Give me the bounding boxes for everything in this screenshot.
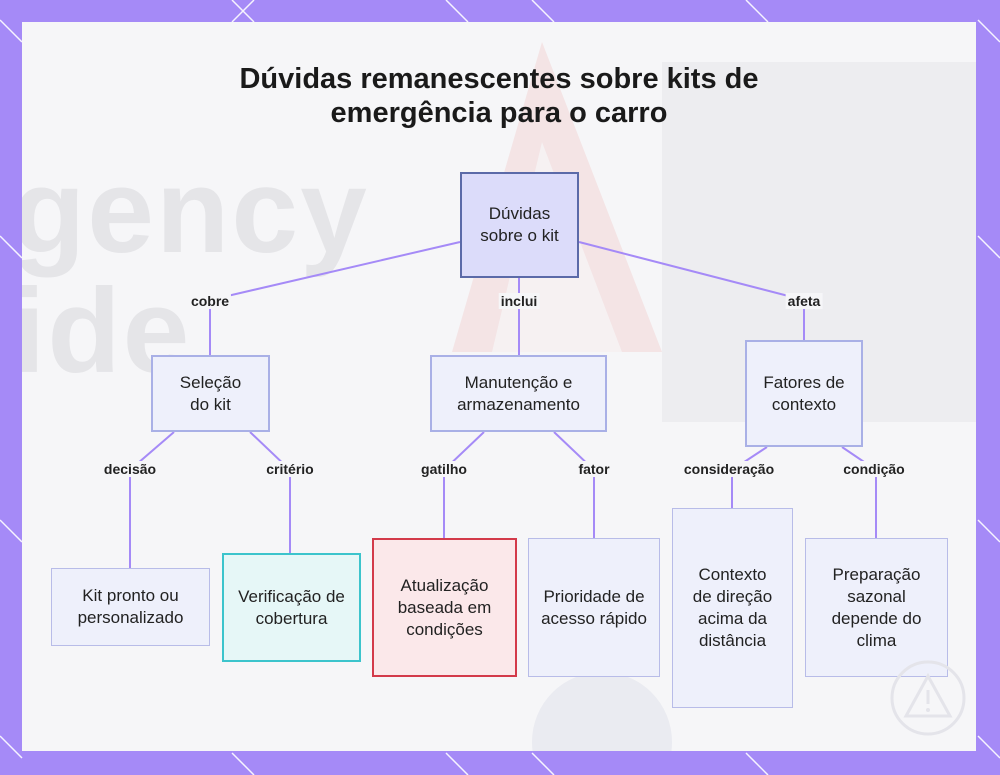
edge-label-fator: fator [576, 461, 612, 477]
edge-manutencao-prioridade [553, 431, 595, 538]
edge-label-gatilho: gatilho [419, 461, 469, 477]
node-duvidas-sobre-o-kit-label: Dúvidas sobre o kit [480, 204, 559, 245]
diagram-title-text: Dúvidas remanescentes sobre kits de emer… [239, 63, 759, 129]
node-contexto-de-direcao: Contexto de direção acima da distância [672, 508, 793, 708]
diagram-title: Dúvidas remanescentes sobre kits de emer… [22, 62, 976, 130]
node-fatores-de-contexto-label: Fatores de contexto [763, 372, 845, 414]
node-contexto-de-direcao-label: Contexto de direção acima da distância [692, 565, 773, 650]
node-duvidas-sobre-o-kit: Dúvidas sobre o kit [460, 172, 579, 278]
edge-label-afeta: afeta [785, 293, 823, 309]
node-atualizacao-baseada-em-condicoes: Atualização baseada em condições [372, 538, 517, 677]
node-fatores-de-contexto: Fatores de contexto [745, 340, 863, 447]
edge-label-decisao: decisão [101, 461, 159, 477]
node-verificacao-de-cobertura: Verificação de cobertura [222, 553, 361, 662]
node-selecao-do-kit-label: Seleção do kit [179, 372, 242, 414]
node-manutencao-e-armazenamento-label: Manutenção e armazenamento [457, 372, 580, 414]
edge-label-consideracao: consideração [681, 461, 777, 477]
node-manutencao-e-armazenamento: Manutenção e armazenamento [430, 355, 607, 432]
node-kit-pronto-ou-personalizado-label: Kit pronto ou personalizado [77, 586, 184, 627]
node-preparacao-sazonal-label: Preparação sazonal depende do clima [831, 564, 922, 650]
node-selecao-do-kit: Seleção do kit [151, 355, 270, 432]
node-verificacao-de-cobertura-label: Verificação de cobertura [238, 586, 345, 628]
edge-label-cobre: cobre [188, 293, 232, 309]
node-prioridade-de-acesso-rapido: Prioridade de acesso rápido [528, 538, 660, 677]
diagram-card: gency ide Dúvidas remanescentes sobre ki… [22, 22, 976, 751]
node-preparacao-sazonal: Preparação sazonal depende do clima [805, 538, 948, 677]
node-atualizacao-baseada-em-condicoes-label: Atualização baseada em condições [397, 575, 492, 639]
warning-triangle-icon [890, 660, 966, 736]
edge-label-inclui: inclui [498, 293, 540, 309]
background-word-1: gency [22, 144, 369, 278]
edge-selecao-verificacao [249, 431, 291, 553]
edge-manutencao-atualizacao [443, 431, 485, 538]
edge-root-selecao [209, 241, 461, 355]
edge-label-condicao: condição [841, 461, 907, 477]
node-prioridade-de-acesso-rapido-label: Prioridade de acesso rápido [541, 586, 647, 628]
node-kit-pronto-ou-personalizado: Kit pronto ou personalizado [51, 568, 210, 646]
edge-fatores-contexto [731, 446, 768, 508]
edge-root-fatores [578, 241, 805, 340]
edge-selecao-kit [129, 431, 175, 568]
edge-label-criterio: critério [264, 461, 316, 477]
